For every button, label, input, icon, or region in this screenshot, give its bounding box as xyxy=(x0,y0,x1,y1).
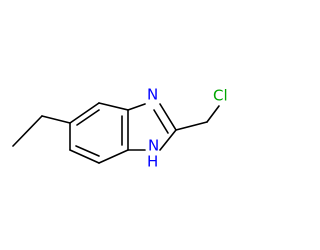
bond-c3a-n3 xyxy=(127,103,146,111)
atom-n1-label: N xyxy=(148,137,159,155)
bond-ethyl-ch2-ring xyxy=(41,115,71,124)
bond-c7-c6-inner xyxy=(75,145,100,157)
atom-n3-label: N xyxy=(147,86,158,104)
atom-h1-label: H xyxy=(147,153,158,171)
bond-n3-c2 xyxy=(159,103,177,131)
bond-c4-c4-inner xyxy=(76,109,100,126)
bond-c4-c3a xyxy=(98,102,129,111)
bond-ch2-cl xyxy=(206,105,220,123)
structure-drawing: N N H Cl xyxy=(12,86,228,171)
bond-n3-c2-inner xyxy=(153,109,169,134)
bond-ethyl-ch3-ch2 xyxy=(12,115,43,147)
atom-cl-label: Cl xyxy=(213,87,228,105)
bond-c2-ch2 xyxy=(175,121,208,131)
bond-c7-c6 xyxy=(69,149,100,164)
bond-c2-n1 xyxy=(159,129,177,151)
bond-c7a-c7 xyxy=(98,149,129,164)
bond-c5-c4 xyxy=(69,102,100,124)
